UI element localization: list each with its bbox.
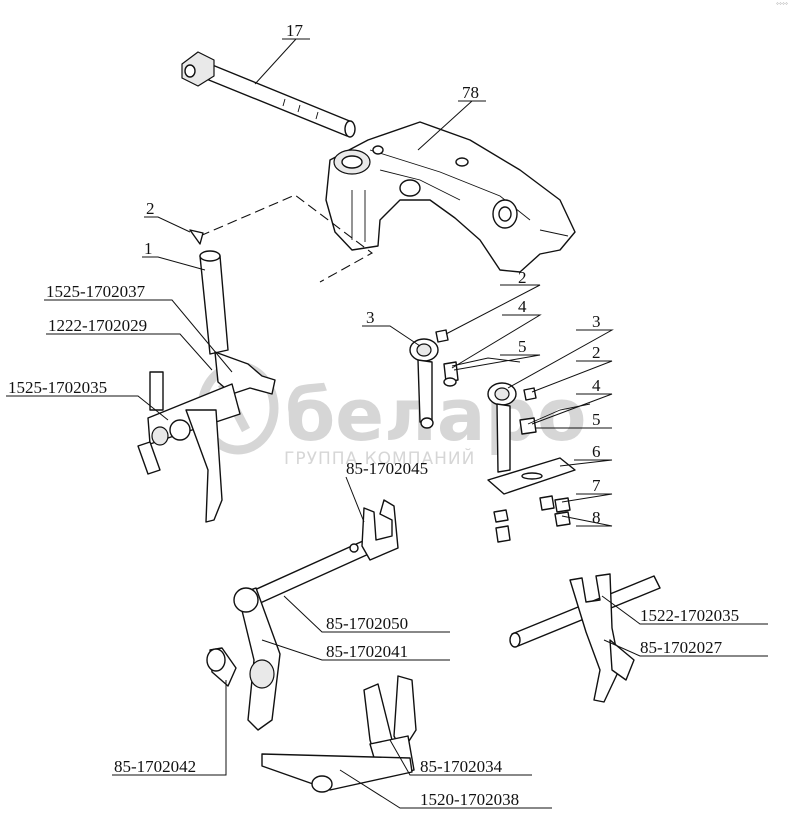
label-6: 6 — [592, 442, 601, 461]
label-1522-1702035: 1522-1702035 — [640, 606, 739, 625]
fork-85-1702027 — [569, 573, 635, 703]
pin-1 — [199, 250, 229, 355]
pivot-85-1702042 — [206, 647, 237, 687]
label-3-upper: 3 — [366, 308, 375, 327]
label-4-lower: 4 — [592, 376, 601, 395]
assembly-dash-line — [199, 194, 374, 283]
lever-3-lower — [487, 382, 517, 473]
label-1525-1702037: 1525-1702037 — [46, 282, 146, 301]
label-2-lower: 2 — [592, 343, 601, 362]
label-1525-1702035: 1525-1702035 — [8, 378, 107, 397]
label-5-lower: 5 — [592, 410, 601, 429]
shaft-17 — [181, 51, 356, 138]
plate-6-hole — [521, 472, 543, 480]
bolt-small-left — [493, 509, 511, 543]
leader-lines — [6, 38, 768, 809]
label-85-1702034: 85-1702034 — [420, 757, 503, 776]
shaft-1520-1702038 — [261, 753, 413, 793]
label-1-pin: 1 — [144, 239, 153, 258]
label-2-key: 2 — [146, 199, 155, 218]
label-2-upper: 2 — [518, 268, 527, 287]
bolt-4-upper — [443, 361, 459, 387]
label-85-1702045: 85-1702045 — [346, 459, 428, 478]
watermark-tagline: ГРУППА КОМПАНИЙ — [284, 447, 475, 469]
label-78: 78 — [462, 83, 479, 102]
bracket-85-1702045 — [361, 499, 399, 561]
part-labels: 17 78 2 1 1525-1702037 1222-1702029 1525… — [8, 21, 739, 809]
key-2-lower — [523, 387, 537, 401]
label-85-1702041: 85-1702041 — [326, 642, 408, 661]
label-5-upper: 5 — [518, 337, 527, 356]
label-85-1702050: 85-1702050 — [326, 614, 408, 633]
label-3-lower: 3 — [592, 312, 601, 331]
watermark: беларо ГРУППА КОМПАНИЙ — [197, 361, 586, 469]
label-1222-1702029: 1222-1702029 — [48, 316, 147, 335]
key-2-upper — [435, 329, 449, 343]
fork-assembly-left — [137, 351, 276, 523]
label-8: 8 — [592, 508, 601, 527]
label-4-upper: 4 — [518, 297, 527, 316]
label-1520-1702038: 1520-1702038 — [420, 790, 519, 809]
label-85-1702042: 85-1702042 — [114, 757, 196, 776]
bolt-7 — [539, 495, 571, 513]
housing-78 — [325, 121, 576, 273]
label-85-1702027: 85-1702027 — [640, 638, 723, 657]
watermark-brand: беларо — [285, 373, 586, 457]
corner-mark: °°°° — [776, 2, 788, 9]
bolt-8 — [554, 511, 571, 527]
label-7: 7 — [592, 476, 601, 495]
bolt-4-lower — [519, 417, 537, 435]
label-17: 17 — [286, 21, 304, 40]
lever-85-1702041 — [233, 587, 281, 731]
key-2-top — [189, 229, 204, 245]
